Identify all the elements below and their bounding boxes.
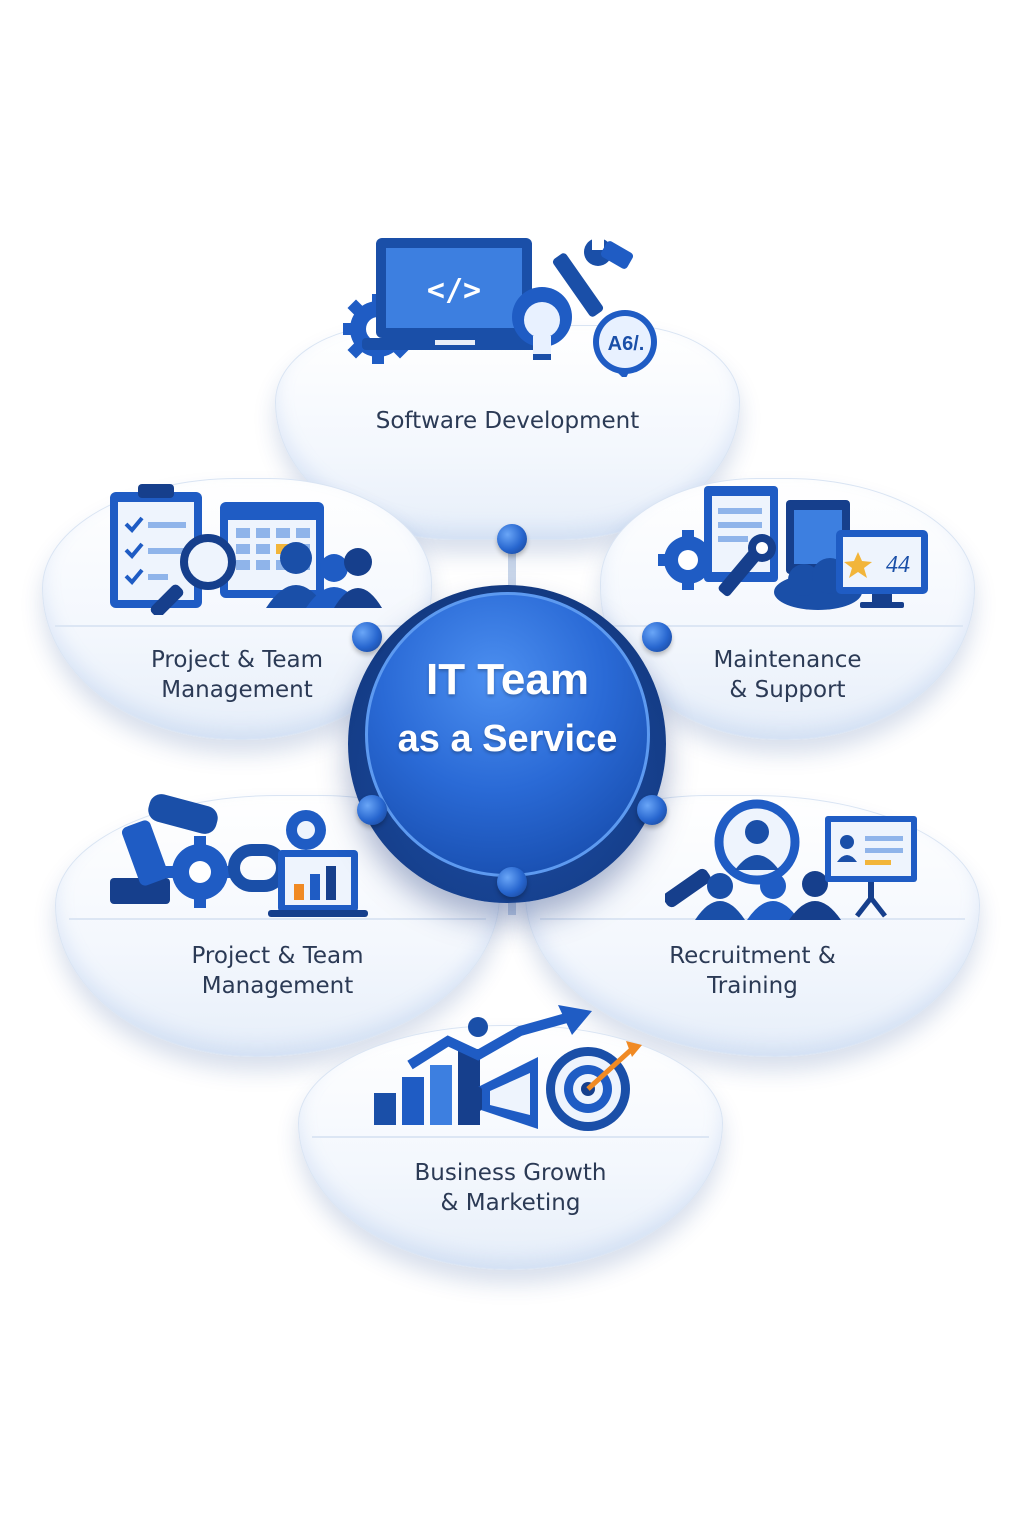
segment-divider	[311, 1136, 710, 1138]
team-icon	[266, 542, 382, 608]
segment-label-line1: Recruitment &	[669, 943, 836, 969]
hub-title-line1: IT Team	[425, 655, 589, 704]
target-icon	[546, 1041, 642, 1131]
segment-label-line1: Maintenance	[713, 647, 862, 673]
chart-screen-icon	[268, 850, 368, 917]
segment-divider	[69, 918, 486, 920]
segment-label-line1: Project & Team	[150, 647, 324, 673]
segment-label-line2: & Support	[729, 677, 846, 703]
laptop-code-icon	[362, 238, 548, 350]
node-upper-right	[642, 622, 672, 652]
wrench-icon	[718, 534, 776, 597]
chat-icon	[286, 810, 326, 850]
segment-business-growth-marketing[interactable]: Business Growth & Marketing	[298, 1025, 723, 1270]
gear-icon	[164, 836, 236, 908]
node-upper-left	[352, 622, 382, 652]
segment-divider	[612, 625, 963, 627]
maintenance-support-icons: 44	[658, 486, 928, 610]
svg-text:44: 44	[886, 552, 910, 578]
segment-label-line1: Business Growth	[414, 1160, 607, 1186]
segment-divider	[54, 625, 420, 627]
documents-icon	[704, 486, 850, 582]
project-management-icons	[110, 484, 382, 615]
node-lower-left	[357, 795, 387, 825]
gear-icon	[658, 530, 718, 590]
node-bottom	[497, 867, 527, 897]
checklist-icon	[110, 484, 202, 608]
segment-label-line2: Training	[707, 973, 798, 999]
magnifier-person-icon	[665, 799, 800, 908]
trend-arrow-icon	[407, 1005, 592, 1070]
presentation-board-icon	[825, 816, 917, 918]
node-top	[497, 524, 527, 554]
robot-arm-icon	[110, 794, 218, 904]
software-development-icons: </> A6/.	[343, 236, 657, 377]
megaphone-icon	[466, 1057, 538, 1129]
link-icon	[228, 844, 288, 892]
node-lower-right	[637, 795, 667, 825]
hub-title-line2: as a Service	[397, 718, 618, 760]
recruitment-training-icons	[665, 799, 917, 920]
bar-chart-icon	[374, 1049, 480, 1125]
segment-label: Software Development	[375, 408, 640, 434]
svg-text:A6/.: A6/.	[608, 333, 645, 355]
magnifier-icon	[150, 534, 236, 615]
segment-label-line2: & Marketing	[440, 1190, 581, 1216]
business-growth-icons	[374, 1005, 642, 1131]
segment-label-line2: Management	[161, 677, 313, 703]
wrench-icon	[552, 236, 634, 317]
hub-circle[interactable]	[365, 592, 650, 877]
lightbulb-icon	[512, 287, 572, 360]
project-management-lower-icons	[110, 794, 368, 917]
segment-label-line2: Management	[201, 973, 354, 999]
chat-bubble-icon	[593, 310, 657, 377]
connector-top	[508, 545, 516, 590]
segment-label-line1: Project & Team	[191, 943, 364, 969]
team-icon	[695, 871, 841, 920]
svg-text:</>: </>	[427, 273, 481, 308]
monitor-star-icon	[836, 530, 928, 608]
